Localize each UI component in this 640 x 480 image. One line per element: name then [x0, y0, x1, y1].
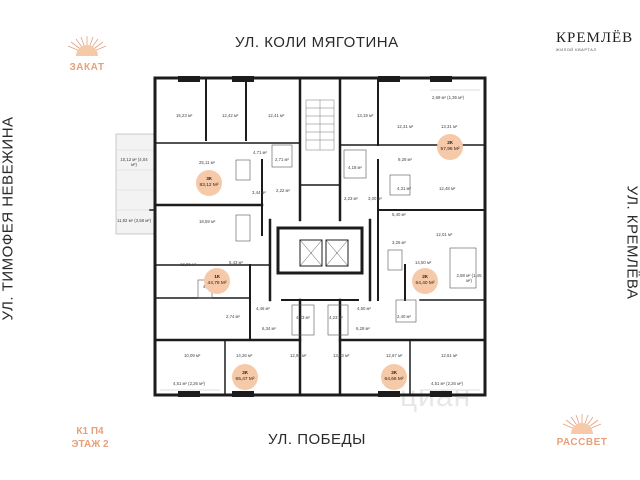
- room-area: 2,74 м²: [226, 314, 240, 319]
- apartment-area: 44,78 М²: [207, 281, 227, 286]
- room-area: 4,31 м²: [397, 186, 411, 191]
- apartment-type: 3К: [206, 177, 212, 182]
- apartment-badge-2k-bottom-left[interactable]: 2К 65,47 М²: [232, 364, 258, 390]
- apartment-badge-3k[interactable]: 3К 83,12 М²: [196, 170, 222, 196]
- room-area: 12,92 м²: [290, 353, 307, 358]
- room-area: 4,50 м²: [357, 306, 371, 311]
- room-area: 12,48 м²: [439, 186, 456, 191]
- apartment-badge-2k-right[interactable]: 2К 64,40 М²: [412, 268, 438, 294]
- room-area: 12,67 м²: [386, 353, 403, 358]
- apartment-badge-2k-bottom-right[interactable]: 2К 64,66 М²: [381, 364, 407, 390]
- room-area: 2,71 м²: [275, 157, 289, 162]
- room-area: 10,12 м² (4,04 м²): [120, 157, 148, 167]
- room-area: 5,43 м²: [229, 260, 243, 265]
- floor-number: ЭТАЖ 2: [71, 439, 109, 450]
- interior-walls: [149, 78, 485, 395]
- street-top: УЛ. КОЛИ МЯГОТИНА: [235, 34, 399, 51]
- elevator-core: [276, 226, 364, 275]
- room-area: 2,22 м²: [276, 188, 290, 193]
- room-area: 12,61 м²: [441, 353, 458, 358]
- room-area: 12,42 м²: [222, 113, 239, 118]
- room-area: 14,26 м²: [236, 353, 253, 358]
- room-area: 4,71 м²: [253, 150, 267, 155]
- room-area: 5,40 м²: [392, 212, 406, 217]
- bathrooms: [197, 144, 477, 336]
- room-area: 12,41 м²: [268, 113, 285, 118]
- room-area: 13,31 м²: [441, 124, 458, 129]
- room-area: 2,40 м²: [397, 314, 411, 319]
- room-area: 6,34 м²: [262, 326, 276, 331]
- room-area: 3,26 м²: [392, 240, 406, 245]
- apartment-area: 64,66 М²: [384, 377, 404, 382]
- sunset-label: ЗАКАТ: [69, 62, 105, 73]
- windows: [160, 89, 480, 391]
- brand-name: КРЕМЛЁВ: [556, 30, 634, 46]
- apartment-area: 64,40 М²: [415, 281, 435, 286]
- room-area: 25,11 м²: [199, 160, 216, 165]
- room-area: 13,19 м²: [357, 113, 374, 118]
- room-area: 4,51 м² (2,26 м²): [431, 381, 463, 386]
- apartment-badge-2k-top-right[interactable]: 2К 57,96 М²: [437, 134, 463, 160]
- room-area: 10,09 м²: [184, 353, 201, 358]
- room-area: 9,28 м²: [398, 157, 412, 162]
- apartment-area: 57,96 М²: [440, 147, 460, 152]
- room-area: 14,50 м²: [415, 260, 432, 265]
- room-area: 6,28 м²: [356, 326, 370, 331]
- apartment-area: 83,12 М²: [199, 183, 219, 188]
- room-area: 4,23 м²: [329, 315, 343, 320]
- building-outline: [153, 76, 487, 397]
- room-area: 4,18 м²: [348, 165, 362, 170]
- room-area: 13,06 м²: [180, 262, 197, 267]
- room-area: 13,33 м²: [333, 353, 350, 358]
- room-area: 4,46 м²: [256, 306, 270, 311]
- brand-logo: КРЕМЛЁВ ЖИЛОЙ КВАРТАЛ: [556, 30, 634, 52]
- apartment-area: 65,47 М²: [235, 377, 255, 382]
- stairs: [305, 99, 335, 151]
- room-area: 2,69 м² (1,35 м²): [432, 95, 464, 100]
- room-area: 12,31 м²: [397, 124, 414, 129]
- brand-subtitle: ЖИЛОЙ КВАРТАЛ: [556, 47, 597, 52]
- room-area: 3,00 м²: [368, 196, 382, 201]
- apartment-type: 2К: [391, 371, 397, 376]
- room-area: 2,23 м²: [344, 196, 358, 201]
- floor-building: К1 П4: [76, 426, 104, 437]
- apartment-type: 1К: [214, 275, 220, 280]
- sunset-icon: [67, 36, 107, 56]
- room-area: 18,59 м²: [199, 219, 216, 224]
- sunrise-label: РАССВЕТ: [556, 437, 608, 448]
- street-bottom: УЛ. ПОБЕДЫ: [268, 431, 366, 448]
- room-area: 4,51 м² (2,26 м²): [173, 381, 205, 386]
- apartment-type: 2К: [422, 275, 428, 280]
- room-area: 11,92 м² (3,58 м²): [117, 218, 152, 223]
- room-area: 2,88 м² (1,45 м²): [456, 273, 482, 283]
- room-area: 4,23 м²: [296, 315, 310, 320]
- floor-info: К1 П4 ЭТАЖ 2: [60, 425, 120, 451]
- room-area: 3,44 м²: [252, 190, 266, 195]
- apartment-type: 2К: [242, 371, 248, 376]
- sunrise-icon: [562, 414, 602, 434]
- apartment-badge-1k[interactable]: 1К 44,78 М²: [204, 268, 230, 294]
- room-area: 15,23 м²: [176, 113, 193, 118]
- room-area: 12,01 м²: [436, 232, 453, 237]
- balcony-left: [115, 133, 155, 235]
- apartment-type: 2К: [447, 141, 453, 146]
